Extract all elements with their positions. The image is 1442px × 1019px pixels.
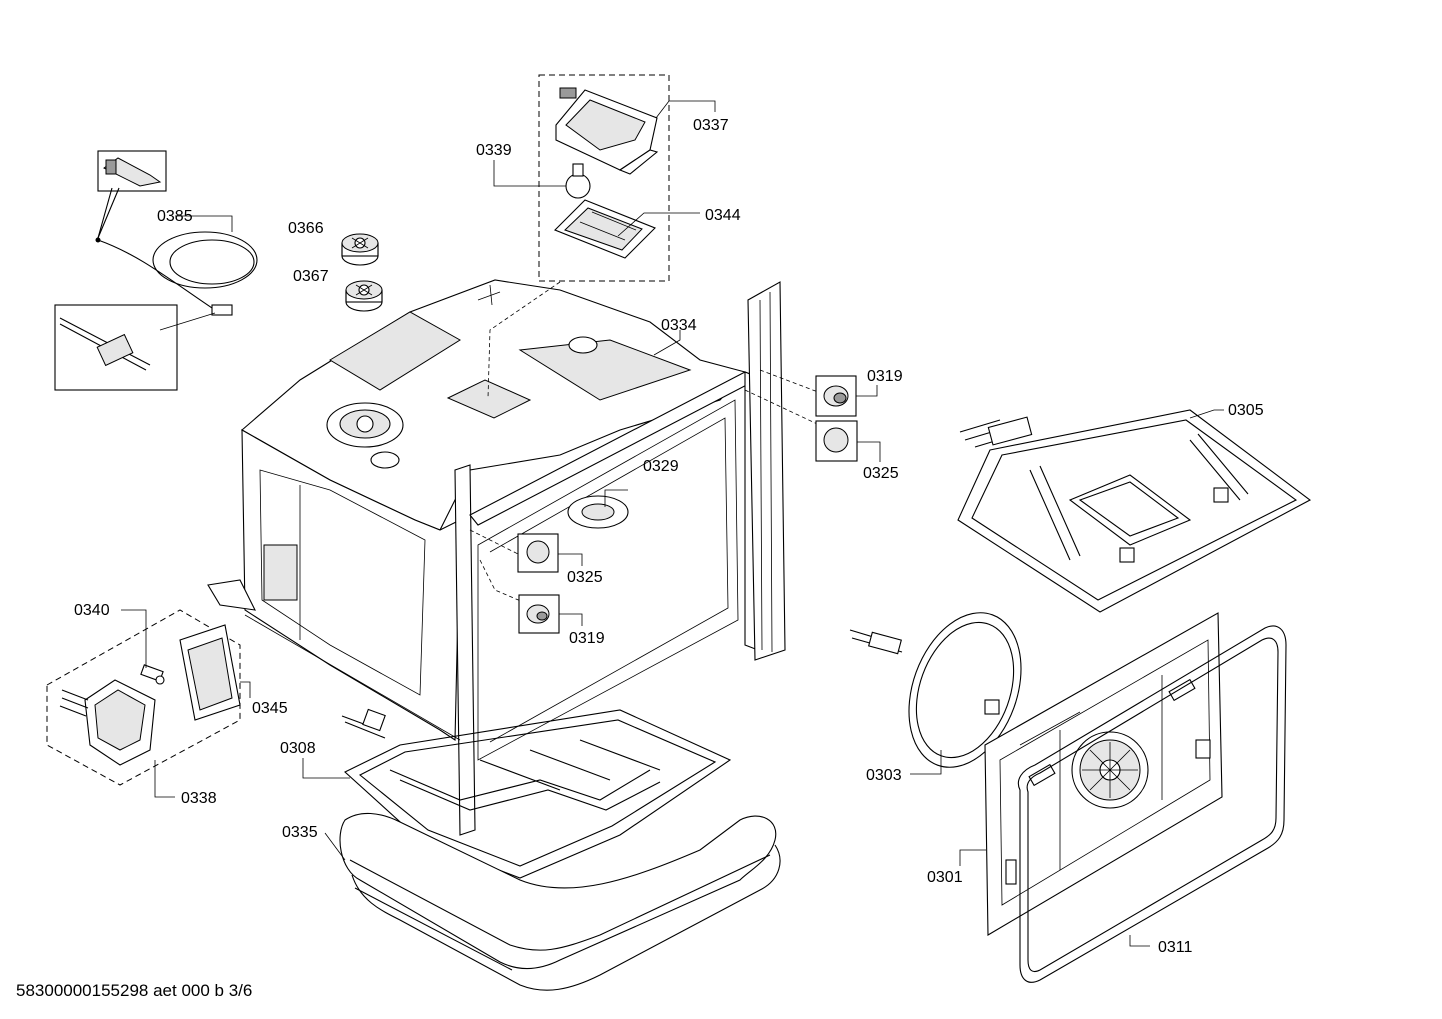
part-0334-oven-cavity [207, 279, 786, 836]
label-0385: 0385 [157, 208, 193, 225]
part-0301-rear-panel [984, 612, 1223, 936]
label-0366: 0366 [288, 220, 324, 237]
label-0319-upper: 0319 [867, 368, 903, 385]
label-0337: 0337 [693, 117, 729, 134]
label-0319-lower: 0319 [569, 630, 605, 647]
part-0338-thermostat-group [46, 609, 241, 786]
part-0311-door-seal [1017, 625, 1287, 983]
part-0325-upper [815, 420, 858, 462]
part-0319-lower [518, 594, 560, 634]
leader-lines [121, 100, 1224, 947]
part-0337-lamp-housing-group [538, 74, 670, 282]
label-0335: 0335 [282, 824, 318, 841]
part-0385-temperature-sensor [54, 150, 258, 391]
label-0334: 0334 [661, 317, 697, 334]
label-0301: 0301 [927, 869, 963, 886]
part-0305-grill-heater [957, 409, 1312, 613]
label-0305: 0305 [1228, 402, 1264, 419]
label-0344: 0344 [705, 207, 741, 224]
label-0325-lower: 0325 [567, 569, 603, 586]
part-0325-lower [517, 533, 559, 573]
label-0367: 0367 [293, 268, 329, 285]
part-0335-insulation [339, 812, 781, 991]
part-labels: 0337 0339 0344 0385 0366 0367 0334 0319 … [74, 117, 1264, 956]
footer-document-code: 58300000155298 aet 000 b 3/6 [16, 981, 252, 1000]
part-0366-cap [341, 233, 379, 266]
label-0338: 0338 [181, 790, 217, 807]
label-0340: 0340 [74, 602, 110, 619]
label-0339: 0339 [476, 142, 512, 159]
label-0345: 0345 [252, 700, 288, 717]
part-0367-cap [345, 280, 383, 312]
label-0325-upper: 0325 [863, 465, 899, 482]
label-0329: 0329 [643, 458, 679, 475]
part-0319-upper [815, 375, 857, 417]
label-0308: 0308 [280, 740, 316, 757]
label-0303: 0303 [866, 767, 902, 784]
label-0311: 0311 [1158, 939, 1193, 956]
